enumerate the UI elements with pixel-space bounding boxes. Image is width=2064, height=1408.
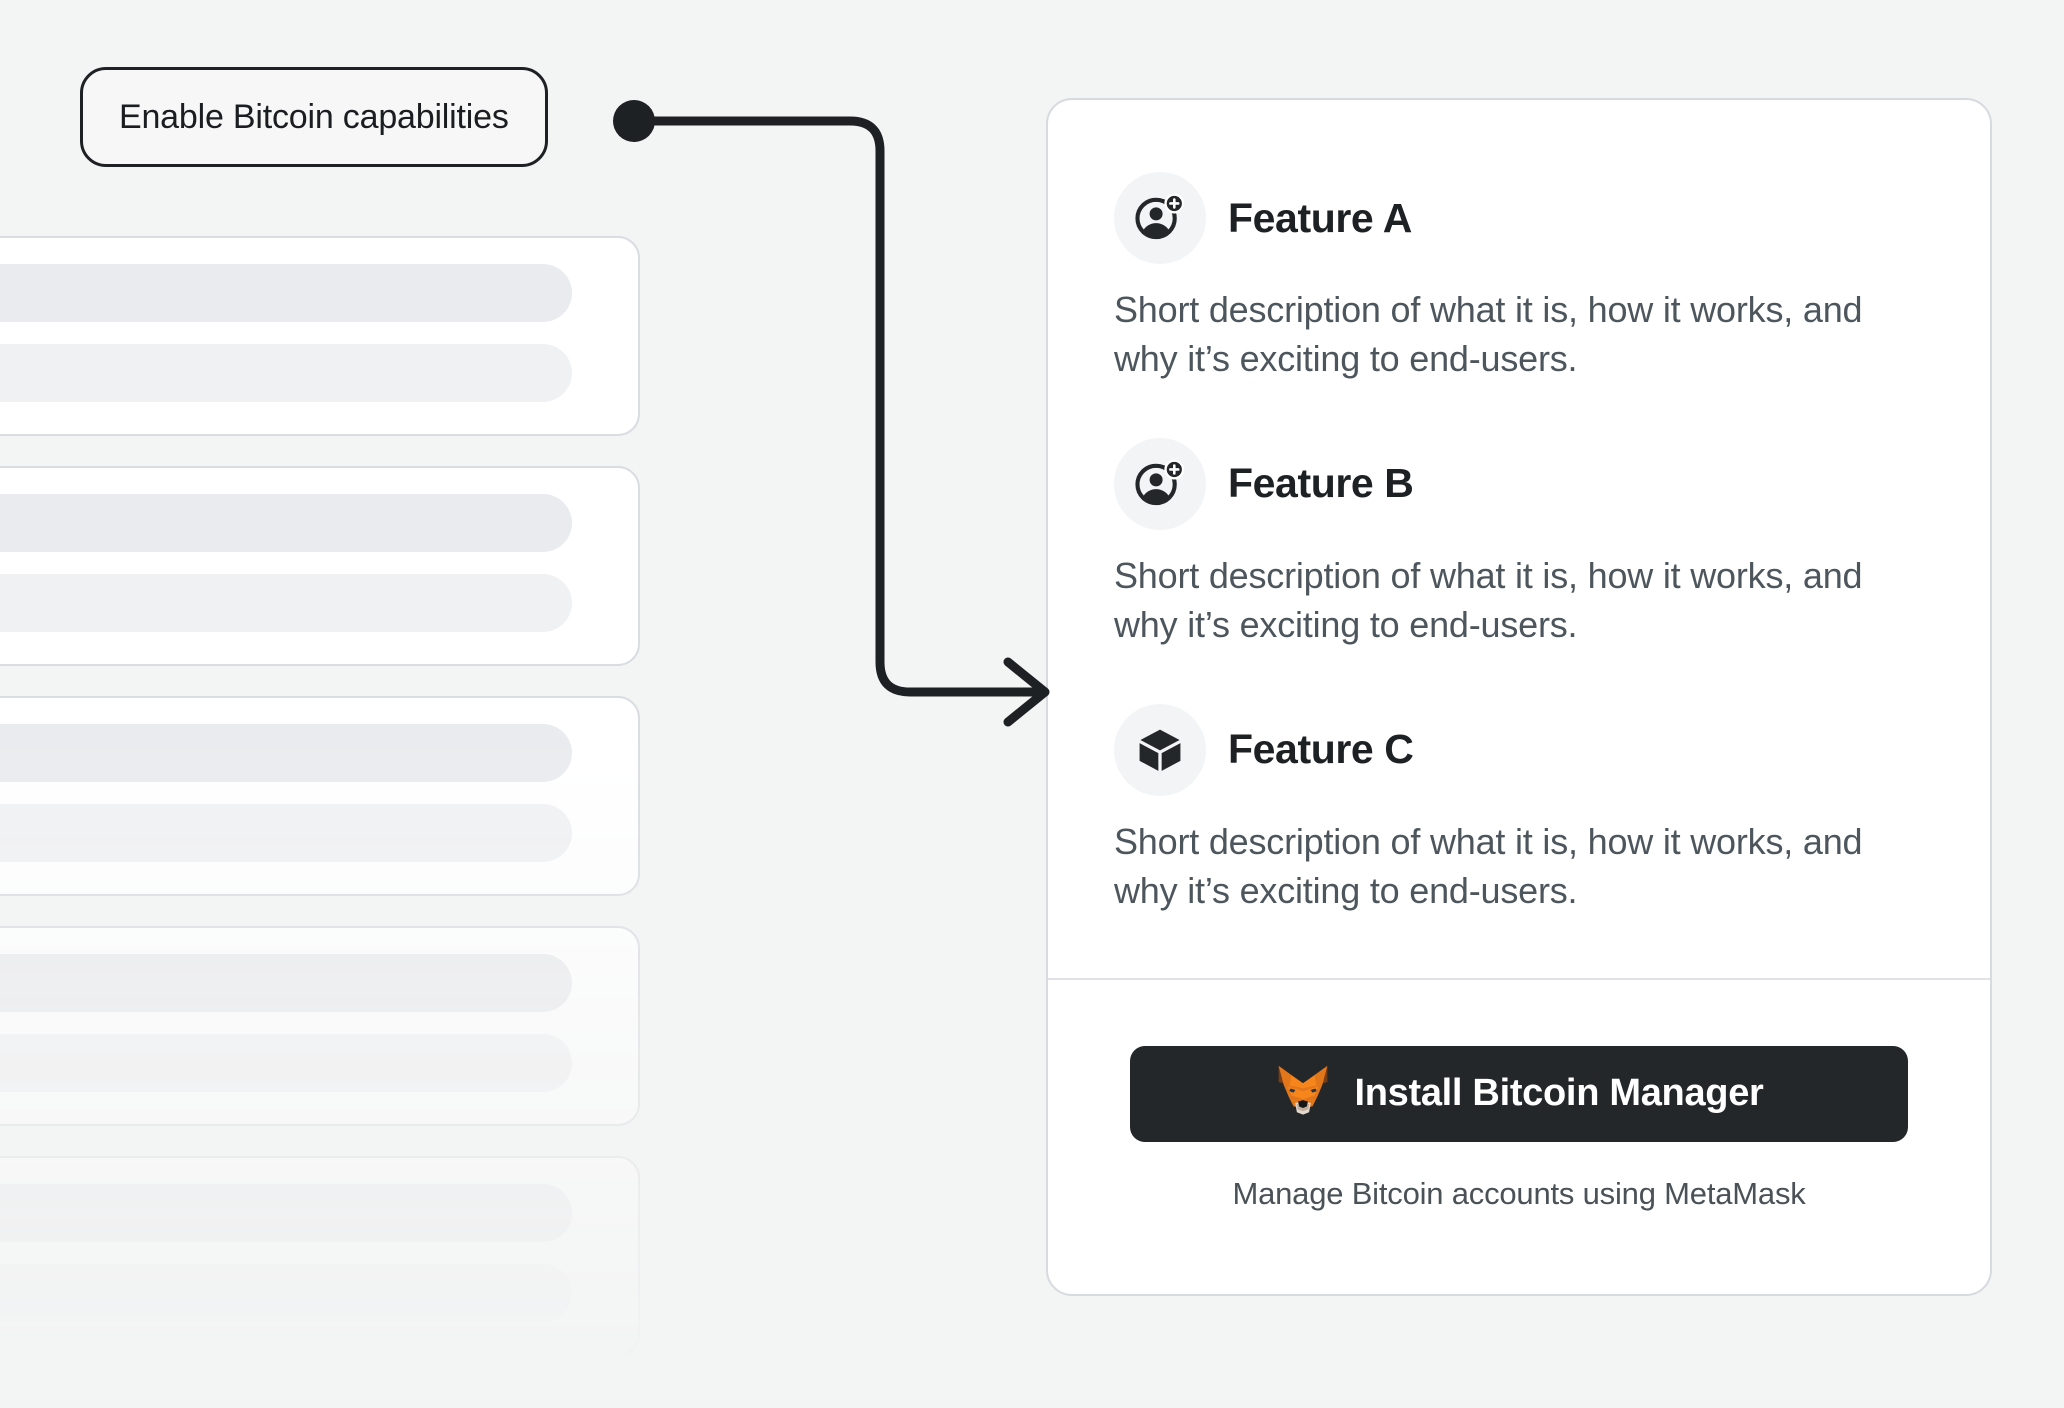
skeleton-bar-primary [0,724,572,782]
list-item [0,926,640,1126]
install-caption: Manage Bitcoin accounts using MetaMask [1232,1175,1806,1211]
connector-line [629,116,1045,697]
feature-description-b: Short description of what it is, how it … [1114,554,1863,645]
feature-list: Feature A Short description of what it i… [1048,100,1990,916]
skeleton-bar-primary [0,954,572,1012]
connector-dot-icon [613,100,655,142]
feature-card: Feature A Short description of what it i… [1046,98,1992,1296]
feature-title-a: Feature A [1228,194,1412,241]
feature-header-a: Feature A [1114,172,1924,264]
metamask-fox-icon [1274,1064,1332,1123]
skeleton-bar-secondary [0,1034,572,1092]
skeleton-bar-secondary [0,1264,572,1322]
skeleton-bar-primary [0,264,572,322]
arrow-right-icon [1003,657,1050,727]
list-item [0,466,640,666]
feature-item-b: Feature B Short description of what it i… [1114,437,1924,650]
feature-title-b: Feature B [1228,460,1414,507]
skeleton-bar-secondary [0,804,572,862]
list-item [0,236,640,436]
card-divider [1048,977,1990,980]
skeleton-bar-primary [0,494,572,552]
feature-title-c: Feature C [1228,726,1414,773]
annotation-label-pill: Enable Bitcoin capabilities [80,67,548,167]
install-bitcoin-manager-button[interactable]: Install Bitcoin Manager [1130,1045,1908,1142]
list-item [0,1156,640,1356]
feature-description-c: Short description of what it is, how it … [1114,820,1863,911]
skeleton-bar-secondary [0,574,572,632]
install-button-label: Install Bitcoin Manager [1354,1072,1764,1115]
feature-item-a: Feature A Short description of what it i… [1114,172,1924,384]
user-add-icon [1114,172,1206,264]
feature-header-c: Feature C [1114,703,1924,796]
list-item [0,696,640,896]
cube-icon [1114,703,1206,796]
skeleton-placeholder-column [0,236,640,1408]
user-add-icon [1114,437,1206,530]
card-footer: Install Bitcoin Manager Manage Bitcoin a… [1048,980,1990,1212]
annotation-label-text: Enable Bitcoin capabilities [119,97,509,136]
feature-item-c: Feature C Short description of what it i… [1114,703,1924,916]
feature-header-b: Feature B [1114,437,1924,530]
skeleton-bar-secondary [0,344,572,402]
feature-description-a: Short description of what it is, how it … [1114,289,1863,379]
skeleton-bar-primary [0,1184,572,1242]
